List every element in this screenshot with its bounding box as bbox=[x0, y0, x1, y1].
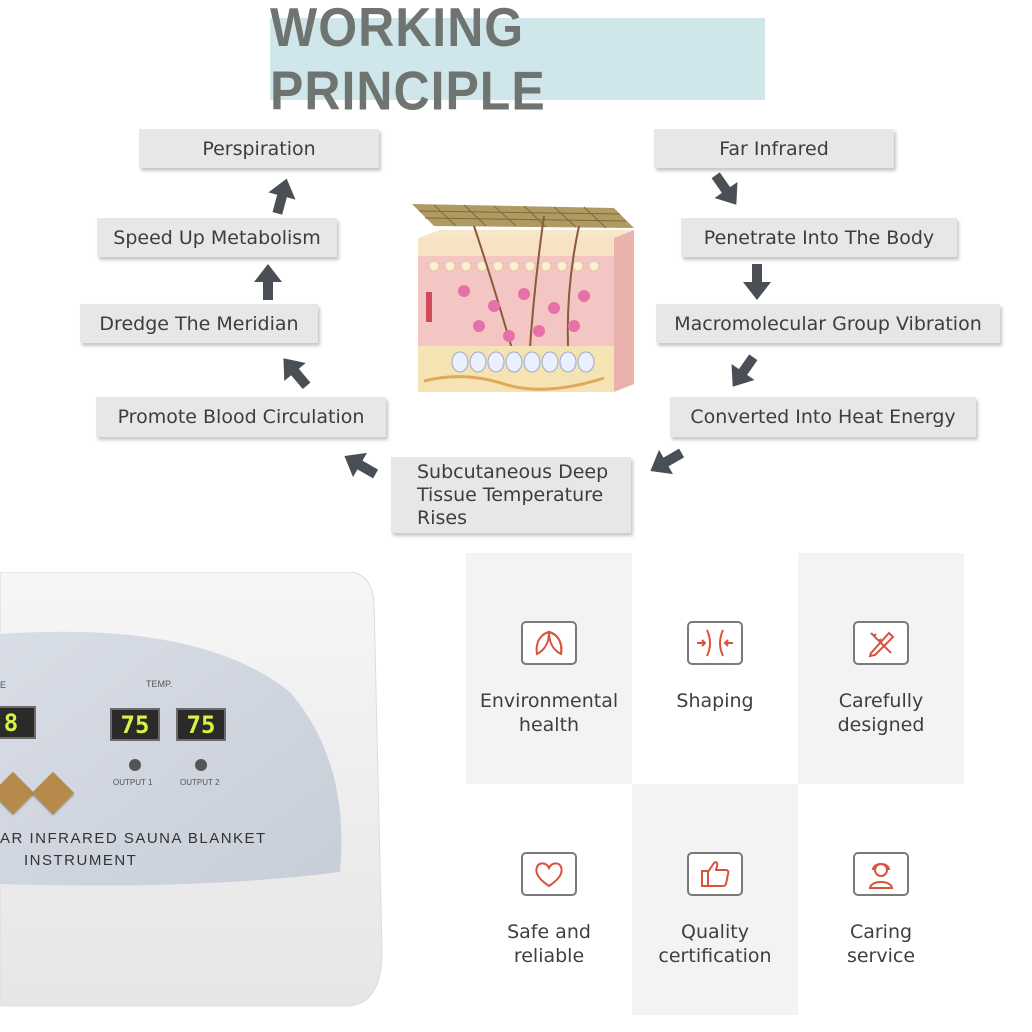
feature-label-line: service bbox=[846, 945, 916, 967]
pencil-ruler-icon bbox=[853, 621, 909, 665]
arrow-left-icon bbox=[344, 452, 379, 479]
step-promote-blood-circulation: Promote Blood Circulation bbox=[96, 397, 386, 437]
feature-label-line: reliable bbox=[513, 945, 585, 967]
arrow-down-icon bbox=[743, 264, 771, 300]
step-label: Dredge The Meridian bbox=[99, 312, 299, 335]
feature-label-line: Shaping bbox=[676, 690, 754, 712]
display-value: 8 bbox=[3, 708, 19, 737]
sauna-blanket-device: E TEMP. 8 75 75 OUTPUT 1 OUTPUT 2 AR INF… bbox=[0, 572, 384, 1008]
feature-label-line: Environmental bbox=[479, 690, 619, 712]
device-name-line-1: AR INFRARED SAUNA BLANKET bbox=[0, 830, 267, 847]
step-label: Speed Up Metabolism bbox=[113, 226, 321, 249]
step-label: Perspiration bbox=[202, 137, 316, 160]
temp-display-1: 75 bbox=[110, 708, 160, 741]
feature-label-line: Carefully bbox=[838, 690, 924, 712]
feature-label-line: health bbox=[518, 714, 580, 736]
leaf-icon bbox=[521, 621, 577, 665]
step-label-multiline: Subcutaneous Deep Tissue Temperature Ris… bbox=[417, 461, 608, 530]
time-display: 8 bbox=[0, 706, 36, 739]
step-label: Promote Blood Circulation bbox=[117, 406, 365, 428]
output-2-label: OUTPUT 2 bbox=[180, 778, 220, 787]
arrow-up-icon bbox=[254, 264, 282, 300]
step-label: Penetrate Into The Body bbox=[703, 226, 935, 249]
waist-icon bbox=[687, 621, 743, 665]
support-agent-icon bbox=[853, 852, 909, 896]
step-dredge-meridian: Dredge The Meridian bbox=[80, 304, 318, 343]
page-title: WORKING PRINCIPLE bbox=[270, 0, 546, 122]
device-body bbox=[0, 572, 383, 1007]
title-banner: WORKING PRINCIPLE bbox=[270, 0, 765, 122]
step-label: Macromolecular Group Vibration bbox=[674, 312, 982, 335]
display-value: 75 bbox=[120, 710, 150, 739]
heating-mesh bbox=[412, 204, 634, 228]
step-label-line: Rises bbox=[417, 506, 467, 529]
feature-label-line: certification bbox=[658, 945, 772, 967]
arrow-down-left-icon bbox=[650, 448, 685, 475]
step-heat-energy: Converted Into Heat Energy bbox=[670, 397, 976, 437]
step-label: Far Infrared bbox=[719, 137, 829, 160]
temp-display-2: 75 bbox=[176, 708, 226, 741]
temp-label: TEMP. bbox=[146, 679, 173, 689]
feature-label-line: designed bbox=[837, 714, 925, 736]
step-penetrate-body: Penetrate Into The Body bbox=[681, 218, 957, 257]
display-value: 75 bbox=[186, 710, 216, 739]
step-far-infrared: Far Infrared bbox=[654, 129, 894, 168]
heart-icon bbox=[521, 852, 577, 896]
arrow-up-left-icon bbox=[283, 358, 311, 390]
step-macromolecular-vibration: Macromolecular Group Vibration bbox=[656, 304, 1000, 343]
step-speed-up-metabolism: Speed Up Metabolism bbox=[97, 218, 337, 257]
feature-shaping: Shaping bbox=[632, 553, 798, 784]
output-2-led bbox=[195, 759, 207, 771]
step-label: Converted Into Heat Energy bbox=[690, 406, 956, 428]
output-1-led bbox=[129, 759, 141, 771]
feature-label-line: Safe and bbox=[507, 921, 591, 943]
skin-layers-illustration bbox=[412, 204, 634, 392]
output-1-label: OUTPUT 1 bbox=[113, 778, 153, 787]
step-perspiration: Perspiration bbox=[139, 129, 379, 168]
arrow-down-left-icon bbox=[731, 354, 758, 387]
step-label-line: Subcutaneous Deep bbox=[417, 460, 609, 483]
arrow-down-icon bbox=[711, 172, 738, 205]
thumbs-up-icon bbox=[687, 852, 743, 896]
arrow-up-icon bbox=[268, 178, 296, 215]
step-label-line: Tissue Temperature bbox=[417, 483, 604, 506]
feature-label: Shaping bbox=[635, 689, 795, 713]
device-name-line-2: INSTRUMENT bbox=[24, 852, 138, 869]
feature-label-line: Caring bbox=[849, 921, 913, 943]
feature-label-line: Quality bbox=[681, 921, 749, 943]
device-label-partial: E bbox=[0, 680, 7, 690]
step-subcutaneous-temperature: Subcutaneous Deep Tissue Temperature Ris… bbox=[391, 457, 631, 533]
